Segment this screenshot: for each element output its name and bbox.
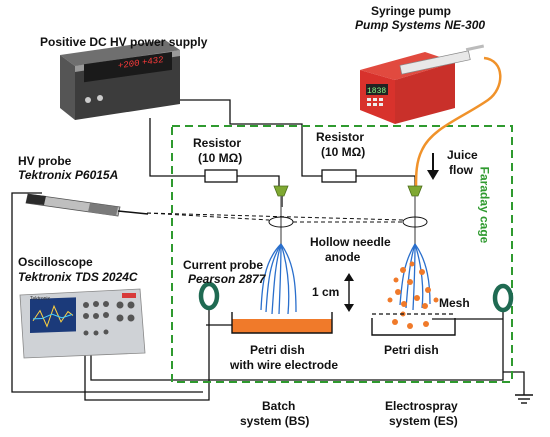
petri-dish-right xyxy=(371,318,456,336)
resistor-1-value: (10 MΩ) xyxy=(198,151,243,165)
petri-dish-left-label-1: Petri dish xyxy=(250,343,305,357)
spray-droplets xyxy=(387,261,439,329)
pump-display: 1838 xyxy=(367,87,386,96)
nozzle-left xyxy=(273,185,289,197)
hv-probe-dashed-lines xyxy=(146,212,404,223)
faraday-cage-text: Faraday cage xyxy=(477,166,492,244)
resistor-2-value: (10 MΩ) xyxy=(321,145,366,159)
hv-readout-2: +432 xyxy=(142,54,164,68)
ground-symbol xyxy=(515,394,533,404)
distance-label: 1 cm xyxy=(312,285,340,299)
resistor-2 xyxy=(321,169,357,183)
oscilloscope: Tektronix xyxy=(19,288,146,359)
syringe-pump-title: Syringe pump xyxy=(371,4,452,18)
mesh-label: Mesh xyxy=(439,296,470,310)
petri-dish-left-label-2: with wire electrode xyxy=(230,358,339,372)
juice-flow-label-2: flow xyxy=(449,163,473,177)
batch-system-label-1: Batch xyxy=(262,399,296,413)
probe-ring-right xyxy=(402,216,428,228)
resistor-2-label: Resistor xyxy=(316,130,365,144)
hv-readout-1: +200 xyxy=(118,57,140,71)
petri-dish-right-label: Petri dish xyxy=(384,343,439,357)
juice-flow-arrow xyxy=(427,153,439,180)
hv-supply-label: Positive DC HV power supply xyxy=(40,35,208,49)
petri-dish-left xyxy=(231,312,333,334)
juice-tube xyxy=(414,56,502,189)
batch-system-label-2: system (BS) xyxy=(240,414,310,428)
distance-marker xyxy=(344,273,354,312)
faraday-cage xyxy=(171,125,513,383)
resistor-1 xyxy=(204,169,238,183)
syringe-pump-model: Pump Systems NE-300 xyxy=(355,18,486,32)
resistor-1-label: Resistor xyxy=(193,136,242,150)
spray-left xyxy=(260,243,297,315)
current-probe-right xyxy=(492,283,514,313)
hollow-needle-label-1: Hollow needle xyxy=(310,235,391,249)
current-probe-model: Pearson 2877 xyxy=(188,272,266,286)
juice-flow-label-1: Juice xyxy=(447,148,478,162)
electrospray-system-label-1: Electrospray xyxy=(385,399,458,413)
current-probe-title: Current probe xyxy=(183,258,264,272)
hollow-needle-label-2: anode xyxy=(325,250,361,264)
scope-brand: Tektronix xyxy=(30,296,51,302)
circuit-wires xyxy=(11,99,525,401)
oscilloscope-title: Oscilloscope xyxy=(18,255,93,269)
nozzle-right xyxy=(407,185,423,197)
current-probe-left xyxy=(198,281,220,311)
electrospray-system-label-2: system (ES) xyxy=(389,414,458,428)
hv-power-supply: +200 +432 xyxy=(60,40,180,120)
hv-probe xyxy=(25,193,149,217)
hv-probe-title: HV probe xyxy=(18,154,72,168)
faraday-cage-label: Faraday cage xyxy=(477,140,508,270)
hv-probe-model: Tektronix P6015A xyxy=(18,168,119,182)
oscilloscope-model: Tektronix TDS 2024C xyxy=(18,270,138,284)
syringe-pump: 1838 xyxy=(360,44,485,124)
